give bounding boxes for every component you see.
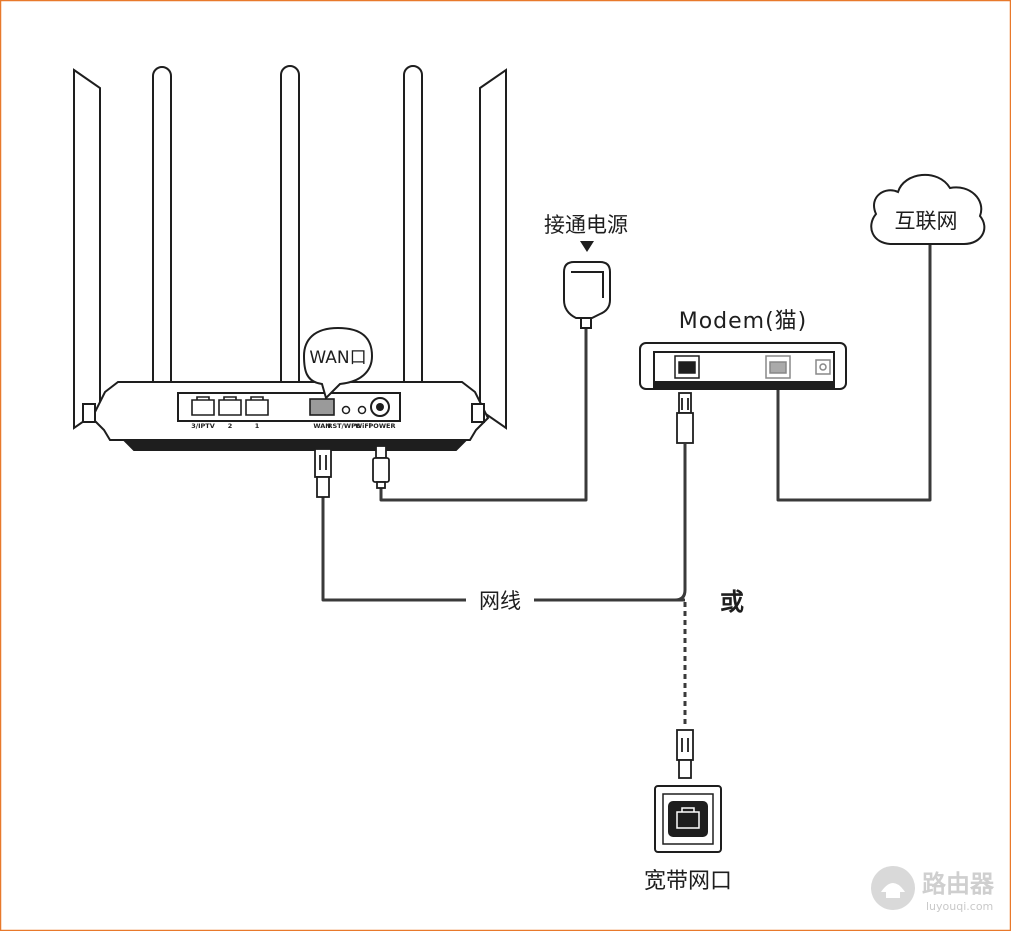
port-label-2: 2 — [228, 422, 233, 430]
router-side-right — [471, 403, 485, 423]
rj45-plug-router — [314, 448, 332, 498]
broadband-port-label: 宽带网口 — [644, 869, 732, 894]
port-label-wan: WAN — [313, 422, 330, 430]
modem-wan-port — [765, 355, 791, 379]
modem-power-socket — [815, 359, 831, 375]
router-antenna-1 — [73, 68, 101, 430]
watermark-title: 路由器 — [922, 870, 995, 898]
internet-cloud: 互联网 — [870, 173, 986, 245]
cable-label: 网线 — [479, 589, 521, 613]
port-2 — [218, 396, 242, 416]
watermark: 路由器 luyouqi.com — [871, 866, 995, 913]
router-antenna-4 — [403, 65, 423, 429]
rj45-plug-wall — [676, 729, 694, 779]
power-cable — [379, 318, 588, 502]
port-label-wifi: WiFi — [355, 422, 371, 430]
port-1 — [245, 396, 269, 416]
router-base — [121, 439, 469, 451]
rj45-plug-modem — [676, 392, 694, 444]
power-socket-inner — [376, 403, 384, 411]
port-label-rst: RST/WPS — [327, 422, 360, 430]
internet-cable — [776, 245, 932, 502]
modem-label: Modem(猫) — [679, 309, 808, 334]
port-label-power: POWER — [369, 422, 396, 430]
modem-lan-cable — [674, 444, 687, 602]
modem-lan-port — [674, 355, 700, 379]
router-wan-cable — [321, 496, 685, 602]
power-adapter — [563, 261, 611, 329]
router-antenna-5 — [479, 68, 507, 430]
dc-power-plug — [372, 445, 390, 489]
router-antenna-2 — [152, 66, 172, 430]
modem — [639, 342, 847, 390]
router-wan-port — [309, 398, 335, 416]
broadband-wall-jack — [654, 785, 722, 853]
wifi-button — [357, 405, 367, 415]
router-lan-ports — [191, 396, 269, 416]
port-label-1: 1 — [255, 422, 260, 430]
power-arrow-icon — [580, 241, 594, 252]
port-label-3-iptv: 3/IPTV — [191, 422, 215, 430]
or-label: 或 — [720, 588, 744, 616]
watermark-url: luyouqi.com — [926, 900, 993, 913]
wan-callout-label: WAN口 — [309, 348, 366, 368]
rst-button — [341, 405, 351, 415]
internet-label: 互联网 — [895, 209, 958, 233]
wan-callout: WAN口 — [302, 326, 374, 400]
port-3-iptv — [191, 396, 215, 416]
router-side-left — [82, 403, 96, 423]
power-label: 接通电源 — [544, 213, 628, 237]
router-antenna-3 — [280, 65, 300, 429]
